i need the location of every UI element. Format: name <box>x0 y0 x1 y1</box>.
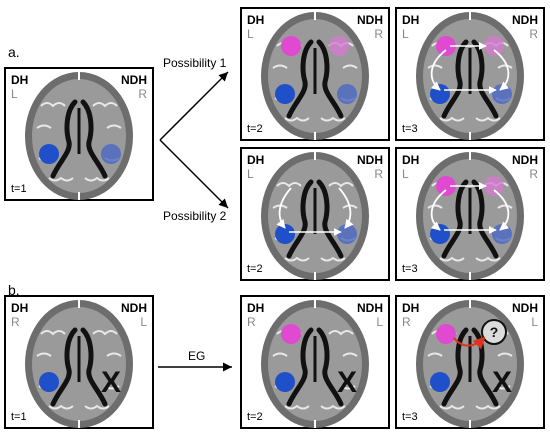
dh-side: L <box>402 167 409 181</box>
time-label: t=3 <box>402 411 418 423</box>
dh-label: DH <box>11 301 28 315</box>
ndh-label: NDH <box>357 13 383 27</box>
question-mark: ? <box>490 324 499 340</box>
dh-activation-blue <box>275 372 295 392</box>
dh-label: DH <box>247 301 264 315</box>
lesion-mark: X <box>337 366 357 399</box>
dh-activation-pink <box>281 324 301 344</box>
dh-activation-blue <box>39 372 59 392</box>
curve-arrow-left <box>430 49 447 91</box>
ndh-label: NDH <box>357 301 383 315</box>
ndh-side: R <box>374 27 383 41</box>
dh-label: DH <box>402 13 419 27</box>
ndh-side: R <box>138 87 147 101</box>
dh-activation-pink <box>436 36 456 56</box>
time-label: t=2 <box>247 123 263 135</box>
ndh-label: NDH <box>512 301 538 315</box>
dh-label: DH <box>402 301 419 315</box>
ndh-activation-blue <box>337 224 357 244</box>
dh-side: L <box>402 27 409 41</box>
dh-activation-blue <box>39 144 59 164</box>
ndh-side: L <box>140 315 147 329</box>
dh-activation-blue <box>275 84 295 104</box>
red-curve-arrow <box>453 336 486 350</box>
dh-activation-pink <box>436 324 456 344</box>
arrow-possibility-1 <box>159 71 229 141</box>
ndh-label: NDH <box>121 301 147 315</box>
dh-side: L <box>11 87 18 101</box>
dh-activation-blue <box>275 224 295 244</box>
time-label: t=2 <box>247 263 263 275</box>
dh-side: R <box>402 315 411 329</box>
eg-label: EG <box>188 349 205 363</box>
ndh-label: NDH <box>512 13 538 27</box>
ndh-activation-pink <box>329 36 349 56</box>
ndh-label: NDH <box>357 153 383 167</box>
time-label: t=3 <box>402 123 418 135</box>
panel-a2: DH L NDH R t=2 <box>240 7 390 140</box>
panel-b3: ? X DH R NDH L t=3 <box>395 295 545 428</box>
ndh-label: NDH <box>121 73 147 87</box>
panel-b2: X DH R NDH L t=2 <box>240 295 390 428</box>
dh-label: DH <box>11 73 28 87</box>
time-label: t=1 <box>11 183 27 195</box>
ndh-activation-blue <box>101 144 121 164</box>
ndh-label: NDH <box>512 153 538 167</box>
dh-side: L <box>247 167 254 181</box>
dh-activation-blue <box>430 224 450 244</box>
dh-label: DH <box>247 13 264 27</box>
time-label: t=1 <box>11 411 27 423</box>
curve-arrow-right <box>493 189 510 231</box>
dh-label: DH <box>402 153 419 167</box>
arrow-possibility-2 <box>159 139 229 209</box>
dh-activation-pink <box>281 36 301 56</box>
question-circle <box>481 319 507 345</box>
lesion-mark: X <box>101 366 121 399</box>
dh-activation-blue <box>430 372 450 392</box>
panel-b1: X DH R NDH L t=1 <box>4 295 154 428</box>
panel-a4: DH L NDH R t=2 <box>240 147 390 280</box>
ndh-side: R <box>374 167 383 181</box>
curve-arrow-left <box>430 189 447 231</box>
ndh-side: R <box>529 27 538 41</box>
section-b-label: b. <box>8 282 20 298</box>
dh-side: L <box>247 27 254 41</box>
ndh-side: L <box>531 315 538 329</box>
panel-a1: DH L NDH R t=1 <box>4 67 154 200</box>
ndh-activation-pink <box>484 36 504 56</box>
ndh-activation-pink <box>484 176 504 196</box>
time-label: t=3 <box>402 263 418 275</box>
ndh-side: L <box>376 315 383 329</box>
possibility-2-label: Possibility 2 <box>163 209 227 223</box>
dh-activation-pink <box>436 176 456 196</box>
time-label: t=2 <box>247 411 263 423</box>
dh-side: R <box>247 315 256 329</box>
curve-arrow-right <box>493 49 510 91</box>
dh-side: R <box>11 315 20 329</box>
curve-arrow-right <box>338 187 354 229</box>
dh-label: DH <box>247 153 264 167</box>
panel-a3: DH L NDH R t=3 <box>395 7 545 140</box>
section-a-label: a. <box>8 44 20 60</box>
possibility-1-label: Possibility 1 <box>163 56 227 70</box>
dh-activation-blue <box>430 84 450 104</box>
ndh-activation-blue <box>337 84 357 104</box>
ndh-side: R <box>529 167 538 181</box>
lesion-mark: X <box>492 366 512 399</box>
panel-a5: DH L NDH R t=3 <box>395 147 545 280</box>
curve-arrow-left <box>276 187 292 229</box>
